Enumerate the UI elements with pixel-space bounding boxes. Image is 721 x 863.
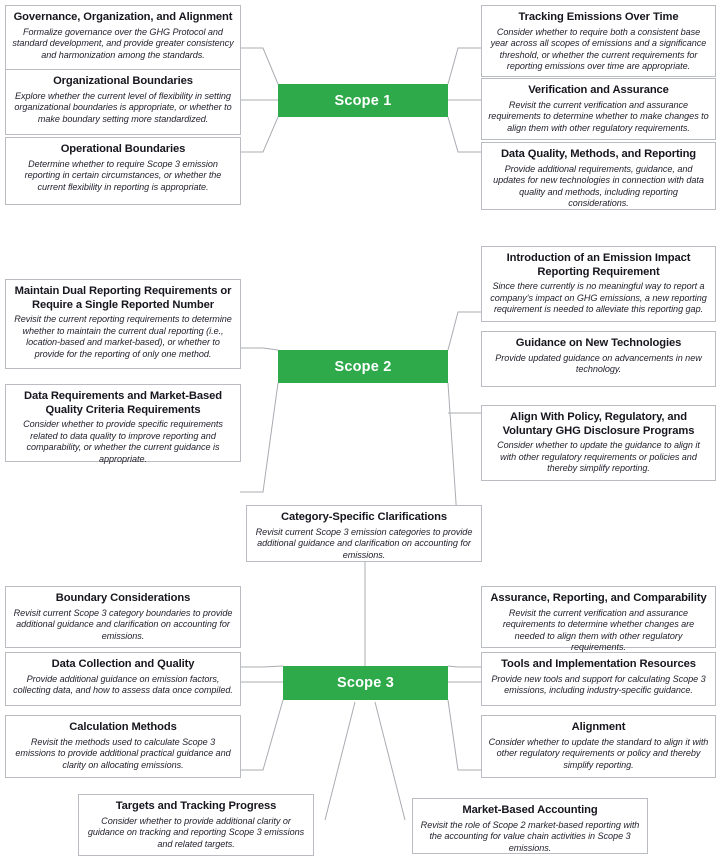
box-description: Consider whether to provide specific req… <box>23 419 223 464</box>
box-title: Governance, Organization, and Alignment <box>13 11 233 23</box>
scope1-hub-label: Scope 1 <box>334 92 392 109</box>
box-title: Data Quality, Methods, and Reporting <box>500 148 697 160</box>
box-description: Revisit current Scope 3 category boundar… <box>13 607 233 641</box>
box-title: Market-Based Accounting <box>462 804 598 816</box>
scope2-right-box-1[interactable]: Introduction of an Emission Impact Repor… <box>481 246 716 322</box>
box-title: Data Requirements and Market-Based Quali… <box>23 390 223 416</box>
scope2-hub[interactable]: Scope 2 <box>278 350 448 383</box>
box-title: Tracking Emissions Over Time <box>518 11 679 23</box>
box-title: Alignment <box>571 721 626 733</box>
box-title: Operational Boundaries <box>60 143 186 155</box>
scope2-right-box-3[interactable]: Align With Policy, Regulatory, and Volun… <box>481 405 716 481</box>
scope3-right-box-1[interactable]: Assurance, Reporting, and Comparability … <box>481 586 716 652</box>
scope2-left-box-2[interactable]: Data Requirements and Market-Based Quali… <box>5 384 241 464</box>
box-description: Since there currently is no meaningful w… <box>490 281 707 315</box>
scope1-left-box-3[interactable]: Operational Boundaries Determine whether… <box>5 137 241 205</box>
box-description: Revisit current Scope 3 emission categor… <box>255 526 473 560</box>
box-description: Consider whether to update the guidance … <box>497 440 700 474</box>
box-description: Provide additional guidance on emission … <box>13 673 233 696</box>
box-description: Provide additional requirements, guidanc… <box>493 163 704 209</box>
box-description: Determine whether to require Scope 3 emi… <box>24 158 222 192</box>
scope3-left-box-3[interactable]: Calculation Methods Revisit the methods … <box>5 715 241 778</box>
box-description: Consider whether to provide additional c… <box>87 815 305 849</box>
box-title: Organizational Boundaries <box>53 75 193 87</box>
box-title: Align With Policy, Regulatory, and Volun… <box>502 411 695 437</box>
scope1-hub[interactable]: Scope 1 <box>278 84 448 117</box>
box-description: Revisit the current verification and ass… <box>502 607 695 653</box>
scope1-left-box-2[interactable]: Organizational Boundaries Explore whethe… <box>5 69 241 135</box>
scope3-left-box-1[interactable]: Boundary Considerations Revisit current … <box>5 586 241 648</box>
box-description: Revisit the methods used to calculate Sc… <box>15 736 231 770</box>
scope3-right-box-3[interactable]: Alignment Consider whether to update the… <box>481 715 716 778</box>
box-description: Revisit the current verification and ass… <box>488 99 709 133</box>
box-title: Assurance, Reporting, and Comparability <box>490 592 707 604</box>
box-title: Category-Specific Clarifications <box>281 511 447 523</box>
scope2-hub-label: Scope 2 <box>334 358 392 375</box>
scope2-right-box-2[interactable]: Guidance on New Technologies Provide upd… <box>481 331 716 387</box>
scope3-right-box-2[interactable]: Tools and Implementation Resources Provi… <box>481 652 716 706</box>
scope2-left-box-1[interactable]: Maintain Dual Reporting Requirements or … <box>5 279 241 369</box>
box-description: Consider whether to require both a consi… <box>490 26 707 72</box>
scope1-right-box-1[interactable]: Tracking Emissions Over Time Consider wh… <box>481 5 716 77</box>
box-description: Consider whether to update the standard … <box>488 736 709 770</box>
box-title: Guidance on New Technologies <box>515 337 682 349</box>
scope1-left-box-1[interactable]: Governance, Organization, and Alignment … <box>5 5 241 73</box>
box-title: Verification and Assurance <box>528 84 669 96</box>
box-description: Revisit the role of Scope 2 market-based… <box>420 819 640 853</box>
box-title: Targets and Tracking Progress <box>115 800 277 812</box>
box-description: Provide updated guidance on advancements… <box>495 352 702 375</box>
scope3-hub-label: Scope 3 <box>336 675 394 691</box>
box-description: Formalize governance over the GHG Protoc… <box>12 26 234 60</box>
box-title: Introduction of an Emission Impact Repor… <box>506 252 691 278</box>
box-title: Boundary Considerations <box>55 592 191 604</box>
scope1-right-box-2[interactable]: Verification and Assurance Revisit the c… <box>481 78 716 140</box>
box-title: Calculation Methods <box>69 721 177 733</box>
scope3-hub[interactable]: Scope 3 <box>283 666 448 700</box>
box-title: Maintain Dual Reporting Requirements or … <box>14 285 232 311</box>
box-title: Tools and Implementation Resources <box>501 658 696 670</box>
scope3-left-box-2[interactable]: Data Collection and Quality Provide addi… <box>5 652 241 706</box>
scope1-right-box-3[interactable]: Data Quality, Methods, and Reporting Pro… <box>481 142 716 210</box>
box-description: Revisit the current reporting requiremen… <box>14 314 232 359</box>
scope3-bottom-box-2[interactable]: Market-Based Accounting Revisit the role… <box>412 798 648 854</box>
box-description: Explore whether the current level of fle… <box>14 90 232 124</box>
box-title: Data Collection and Quality <box>51 658 195 670</box>
scope3-top-box[interactable]: Category-Specific Clarifications Revisit… <box>246 505 482 562</box>
box-description: Provide new tools and support for calcul… <box>491 673 706 696</box>
scope3-bottom-box-1[interactable]: Targets and Tracking Progress Consider w… <box>78 794 314 856</box>
